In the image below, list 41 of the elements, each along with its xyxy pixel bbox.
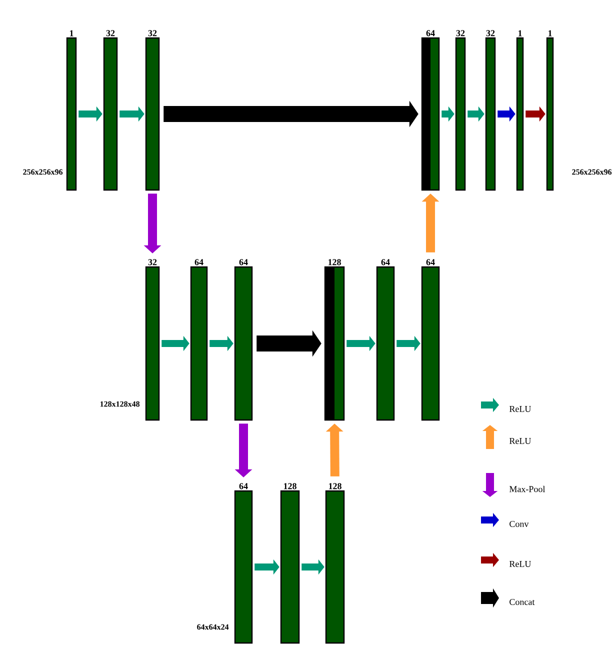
feature-map-bar: 64	[190, 259, 208, 421]
node-label: 64	[426, 259, 435, 266]
legend-label: Concat	[510, 598, 535, 606]
feature-map-bar: 32	[455, 30, 466, 191]
feature-map-bar: 1	[516, 30, 524, 191]
feature-map-bar: 64	[421, 30, 440, 191]
feature-map-bar: 128	[324, 259, 345, 421]
feature-map-bar: 32	[103, 30, 118, 191]
feature-map-bar: 32	[485, 30, 496, 191]
size-label: 256x256x96	[572, 169, 612, 175]
node-label: 128	[328, 259, 341, 266]
node-label: 1	[518, 30, 522, 36]
feature-map-bar: 32	[145, 30, 160, 191]
node-label: 32	[148, 259, 157, 266]
feature-map-bar: 64	[376, 259, 395, 421]
node-label: 64	[239, 483, 248, 490]
feature-map-bar: 64	[234, 259, 253, 421]
legend-label: Max-Pool	[509, 486, 546, 492]
feature-map-bar: 128	[280, 483, 300, 644]
node-label: 32	[456, 30, 465, 36]
feature-map-bar: 1	[66, 30, 77, 191]
node-label: 32	[106, 30, 115, 36]
legend-label: Conv	[510, 520, 529, 528]
node-label: 32	[486, 30, 495, 36]
node-label: 64	[194, 259, 204, 266]
node-label: 1	[548, 30, 552, 36]
legend-label: ReLU	[509, 406, 531, 412]
legend-label: ReLU	[509, 561, 531, 567]
node-label: 128	[284, 483, 296, 490]
node-label: 128	[328, 483, 342, 490]
feature-map-bar: 1	[546, 30, 554, 191]
node-label: 1	[70, 30, 74, 36]
node-label: 32	[148, 30, 157, 36]
feature-map-bar: 32	[145, 259, 160, 421]
legend-label: ReLU	[509, 438, 531, 444]
feature-map-bar: 64	[421, 259, 440, 421]
node-label: 64	[381, 259, 390, 266]
feature-map-bar: 128	[325, 483, 345, 644]
feature-map-bar: 64	[234, 483, 253, 644]
node-label: 64	[239, 259, 248, 266]
node-label: 64	[426, 30, 435, 36]
